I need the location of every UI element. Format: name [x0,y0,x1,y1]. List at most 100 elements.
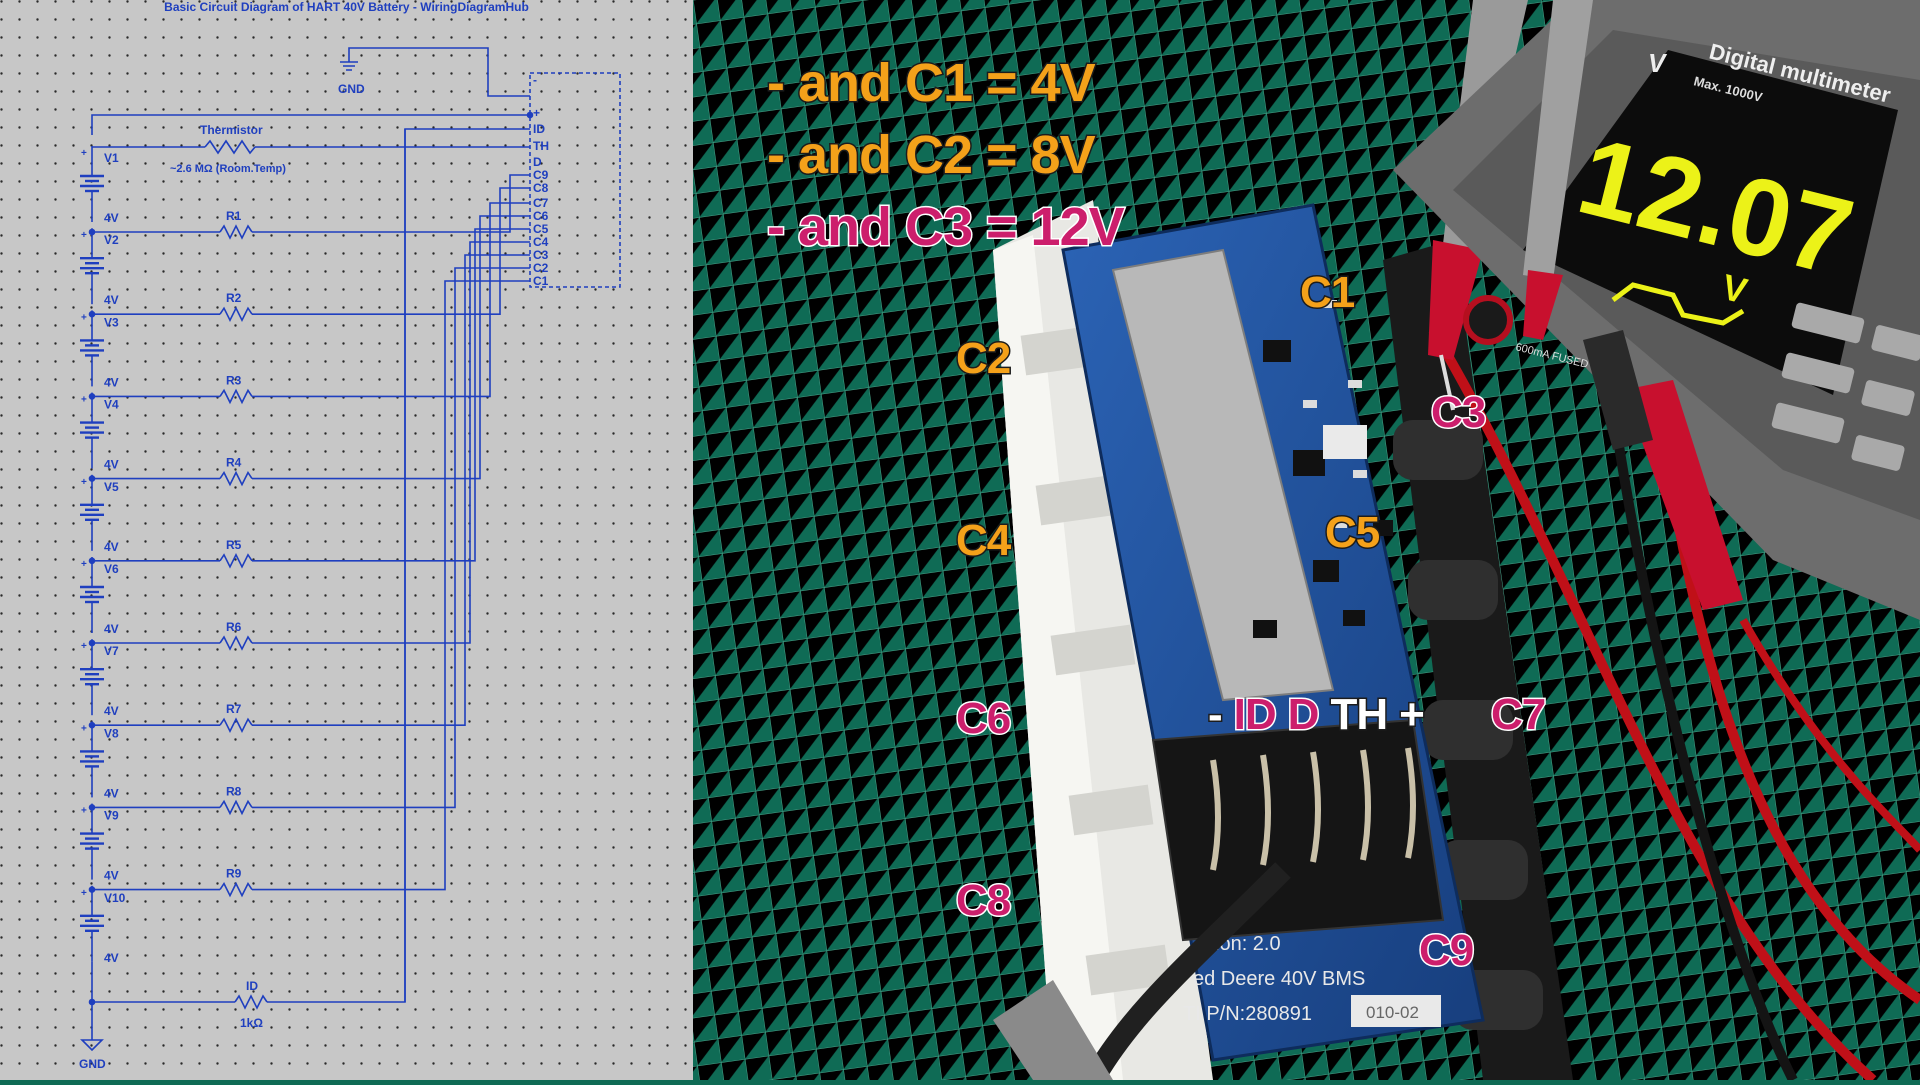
resistor-icon-r4 [219,470,253,487]
cell-plus-sign: + [81,806,87,817]
connector-pin-c1: C1 [533,274,549,288]
label-c4: C4 [954,515,1012,567]
junction-dot [88,310,96,318]
battery-connector [1151,718,1445,942]
cell-plus-sign: + [81,723,87,734]
tap-wire-r6 [252,241,530,644]
red-probe-2 [1583,330,1743,610]
terminal-d: D [1286,689,1321,741]
resistor-label-r6: R6 [226,620,242,634]
cell-voltage-v3: 4V [104,375,119,389]
gnd-top-icon [340,61,358,71]
junction-dot [88,639,96,647]
connector-pin-id: ID [533,122,545,136]
cell-plus-sign: + [81,312,87,323]
resistor-label-r5: R5 [226,538,242,552]
tap-wire-r9 [252,280,530,891]
label-c8: C8 [954,875,1012,927]
connector-pin-minus: - [533,73,537,87]
terminal-labels: - ID D TH + [1207,689,1427,741]
gnd-bottom-icon [80,1039,104,1052]
resistor-icon-r3 [219,388,253,405]
caption-c1: - and C1 = 4V [766,52,1098,115]
terminal-id: ID [1232,689,1278,741]
gnd-top-label: GND [338,82,365,96]
cell-name-v6: V6 [104,562,119,576]
cell-name-v7: V7 [104,644,119,658]
terminal-minus: - [1207,689,1225,741]
thermistor-value: ~2.6 MΩ (Room.Temp) [170,163,286,175]
cell-voltage-v10: 4V [104,951,119,965]
connector-box [529,72,621,288]
schematic-title: Basic Circuit Diagram of HART 40V Batter… [164,0,529,14]
resistor-label-r1: R1 [226,209,242,223]
connector-pin-c3: C3 [533,248,549,262]
cell-plus-sign: + [81,559,87,570]
label-c7: C7 [1489,689,1547,741]
tap-wire-r5 [252,228,530,562]
resistor-icon-r1 [219,224,253,240]
connector-pin-c8: C8 [533,181,549,195]
tap-wire-r8 [252,267,530,809]
label-c1: C1 [1298,267,1356,319]
terminal-th: TH [1329,689,1390,741]
pcb-part: TI P/N:280891 [1183,1003,1312,1025]
gray-probe [1523,0,1593,340]
junction-dot [88,557,96,565]
pcb-shield-plate [1111,248,1335,702]
terminal-plus: + [1398,689,1427,741]
cell-name-v2: V2 [104,233,119,247]
gnd-bottom-label: GND [79,1057,106,1071]
cell-voltage-v1: 4V [104,211,119,225]
positive-bus-wire [91,114,530,135]
resistor-label-r4: R4 [226,456,242,470]
input-jack-red [1463,295,1513,345]
cell-voltage-v4: 4V [104,458,119,472]
junction-dot [88,475,96,482]
cell-voltage-v7: 4V [104,704,119,718]
junction-dot [88,721,96,729]
caption-c2: - and C2 = 8V [766,124,1098,187]
multimeter-brand: V [1648,48,1668,78]
tap-wire-r7 [252,254,530,727]
pcb-sticker [1351,995,1441,1027]
thermistor-icon [204,139,256,155]
caption-c3: - and C3 = 12V [766,196,1127,259]
label-c2: C2 [954,333,1012,385]
resistor-label-r7: R7 [226,702,242,716]
pcb-product: ed Deere 40V BMS [1193,968,1365,990]
resistor-icon-r8 [219,799,253,816]
cell-voltage-v9: 4V [104,869,119,883]
tap-wire-r2 [252,187,530,316]
cell-name-v5: V5 [104,480,119,494]
photo-panel: sion: 2.0 ed Deere 40V BMS TI P/N:280891… [693,0,1920,1080]
resistor-label-r9: R9 [226,867,242,881]
junction-dot [88,886,96,893]
schematic-diagram: -+IDTHDC9C8C7C6C5C4C3C2C1GNDThermistor~2… [0,0,693,1080]
cell-name-v3: V3 [104,315,119,329]
qr-sticker [1323,425,1367,459]
label-c3: C3 [1429,387,1487,439]
resistor-icon-r6 [219,635,253,651]
connector-pin-plus: + [533,106,540,120]
probe-cables [993,327,1920,1080]
cell-plus-sign: + [81,641,87,652]
id-resistor-value: 1kΩ [240,1016,263,1030]
cell-name-v4: V4 [104,398,119,412]
connector-pin-th: TH [533,139,549,153]
schematic-background [0,0,693,1080]
junction-dot [88,393,96,400]
cell-plus-sign: + [81,477,87,488]
resistor-label-r3: R3 [226,373,242,387]
dc-symbol-icon [1611,282,1745,326]
cell-voltage-v8: 4V [104,786,119,800]
battery-photo: sion: 2.0 ed Deere 40V BMS TI P/N:280891… [693,0,1920,1080]
pcb-sticker-text: 010-02 [1366,1003,1419,1022]
cell-name-v8: V8 [104,726,119,740]
connector-pin-c9: C9 [533,168,549,182]
cell-voltage-v2: 4V [104,293,119,307]
thermistor-label: Thermistor [200,123,263,137]
resistor-icon-r9 [219,881,253,898]
label-c5: C5 [1323,507,1381,559]
